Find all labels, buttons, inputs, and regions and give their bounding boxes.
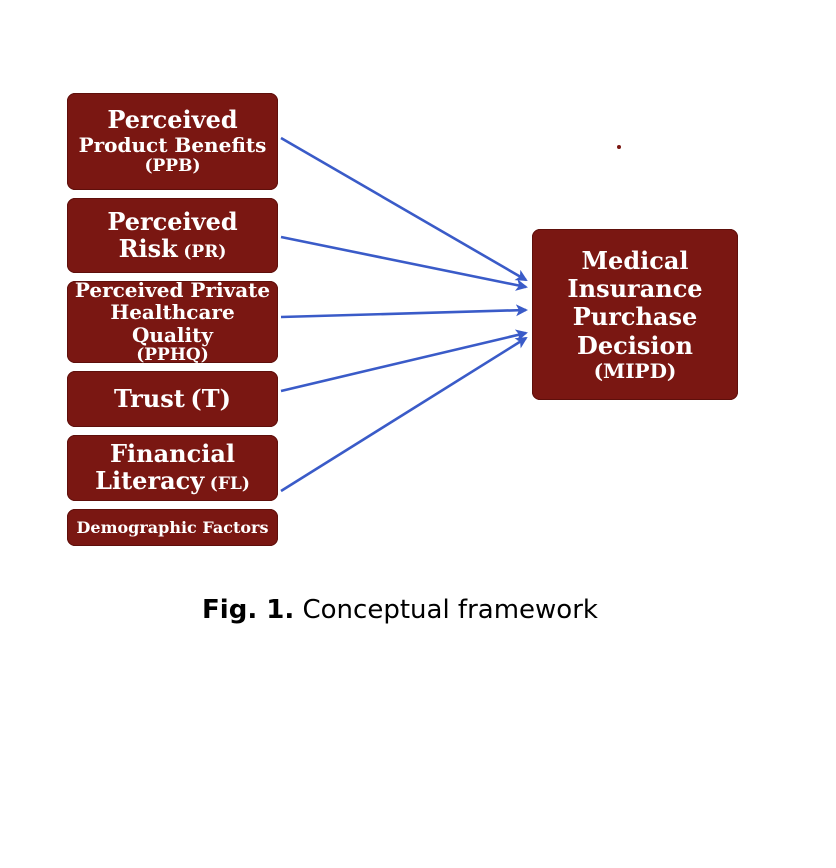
arrow-fl-to-mipd	[280, 336, 528, 493]
stray-dot	[617, 145, 621, 149]
node-ppb-line2: Product Benefits	[78, 133, 267, 158]
node-ppb-abbr: (PPB)	[144, 155, 201, 176]
node-mipd-line2: Insurance	[567, 273, 703, 303]
node-perceived-product-benefits: Perceived Product Benefits (PPB)	[67, 93, 278, 190]
node-trust: Trust (T)	[67, 371, 278, 427]
figure-caption: Fig. 1. Conceptual framework	[0, 595, 800, 625]
node-perceived-risk: Perceived Risk (PR)	[67, 198, 278, 273]
node-trust-label: Trust	[114, 383, 185, 413]
node-ppb-line1: Perceived	[107, 105, 238, 135]
node-pphq-abbr: (PPHQ)	[136, 345, 209, 366]
arrow-pr-to-mipd	[280, 235, 528, 291]
node-demographic-factors: Demographic Factors	[67, 509, 278, 546]
node-pr-abbr: (PR)	[183, 241, 227, 262]
node-fl-line2: Literacy	[95, 466, 205, 495]
node-mipd-line1: Medical	[581, 245, 689, 275]
arrow-ppb-to-mipd	[280, 136, 528, 282]
node-pphq-line1: Perceived Private	[74, 277, 271, 302]
node-mipd-line4: Decision	[577, 330, 693, 360]
node-mipd-abbr: (MIPD)	[593, 358, 677, 383]
node-pr-line1: Perceived	[107, 206, 238, 236]
node-financial-literacy: Financial Literacy (FL)	[67, 435, 278, 501]
node-pr-line2: Risk	[118, 233, 178, 263]
node-medical-insurance-purchase-decision: Medical Insurance Purchase Decision (MIP…	[532, 229, 738, 400]
caption-label: Fig. 1.	[202, 595, 295, 625]
node-perceived-private-healthcare-quality: Perceived Private Healthcare Quality (PP…	[67, 277, 278, 366]
caption-text: Conceptual framework	[302, 595, 598, 625]
node-fl-abbr: (FL)	[209, 474, 250, 494]
node-fl-line1: Financial	[109, 439, 235, 469]
node-trust-abbr: (T)	[190, 383, 231, 413]
node-demographic-label: Demographic Factors	[76, 517, 269, 537]
arrow-pphq-to-mipd	[280, 304, 528, 319]
node-pphq-line2: Healthcare Quality	[110, 300, 235, 347]
node-mipd-line3: Purchase	[572, 302, 698, 332]
arrow-trust-to-mipd	[280, 329, 528, 393]
